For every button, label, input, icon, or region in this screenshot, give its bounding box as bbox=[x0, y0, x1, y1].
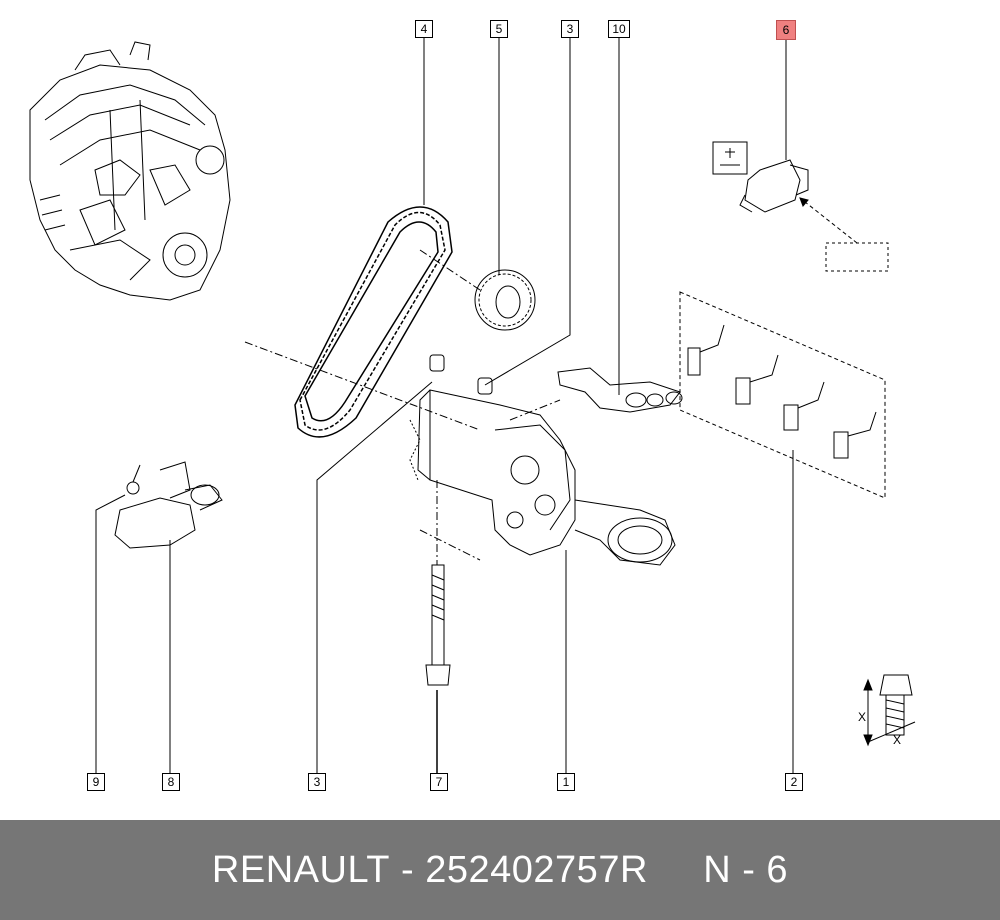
callout-10: 10 bbox=[608, 20, 630, 38]
gasket bbox=[557, 367, 683, 413]
callout-3-top: 3 bbox=[561, 20, 579, 38]
callout-2: 2 bbox=[785, 773, 803, 791]
part-footer-bar: RENAULT - 252402757R N - 6 bbox=[0, 820, 1000, 920]
sprocket bbox=[474, 269, 536, 331]
solenoid-valve bbox=[114, 461, 223, 549]
leader-lines bbox=[95, 38, 794, 773]
bolt bbox=[425, 564, 451, 686]
engine-illustration bbox=[29, 41, 231, 301]
callout-6-highlighted: 6 bbox=[776, 20, 796, 40]
timing-chain bbox=[294, 206, 453, 438]
callout-8: 8 bbox=[162, 773, 180, 791]
dowel bbox=[429, 354, 493, 395]
oil-pressure-sensor bbox=[712, 141, 889, 272]
diagram-reference: N - 6 bbox=[703, 848, 789, 891]
callout-5: 5 bbox=[490, 20, 508, 38]
dimension-x-vertical: X bbox=[858, 710, 867, 724]
exploded-parts-diagram bbox=[29, 38, 916, 773]
callout-9: 9 bbox=[87, 773, 105, 791]
callout-1: 1 bbox=[557, 773, 575, 791]
oil-jets bbox=[679, 291, 886, 499]
brand-name: RENAULT bbox=[211, 848, 390, 891]
footer-gap bbox=[648, 849, 703, 892]
oil-pump bbox=[409, 389, 676, 566]
center-lines bbox=[244, 249, 561, 565]
dimension-x-horizontal: X bbox=[893, 733, 902, 747]
thread-dimension-detail bbox=[863, 674, 916, 747]
part-number: 252402757R bbox=[425, 848, 648, 891]
callout-7: 7 bbox=[430, 773, 448, 791]
callout-3-bottom: 3 bbox=[308, 773, 326, 791]
callout-4: 4 bbox=[415, 20, 433, 38]
footer-separator: - bbox=[389, 848, 426, 891]
